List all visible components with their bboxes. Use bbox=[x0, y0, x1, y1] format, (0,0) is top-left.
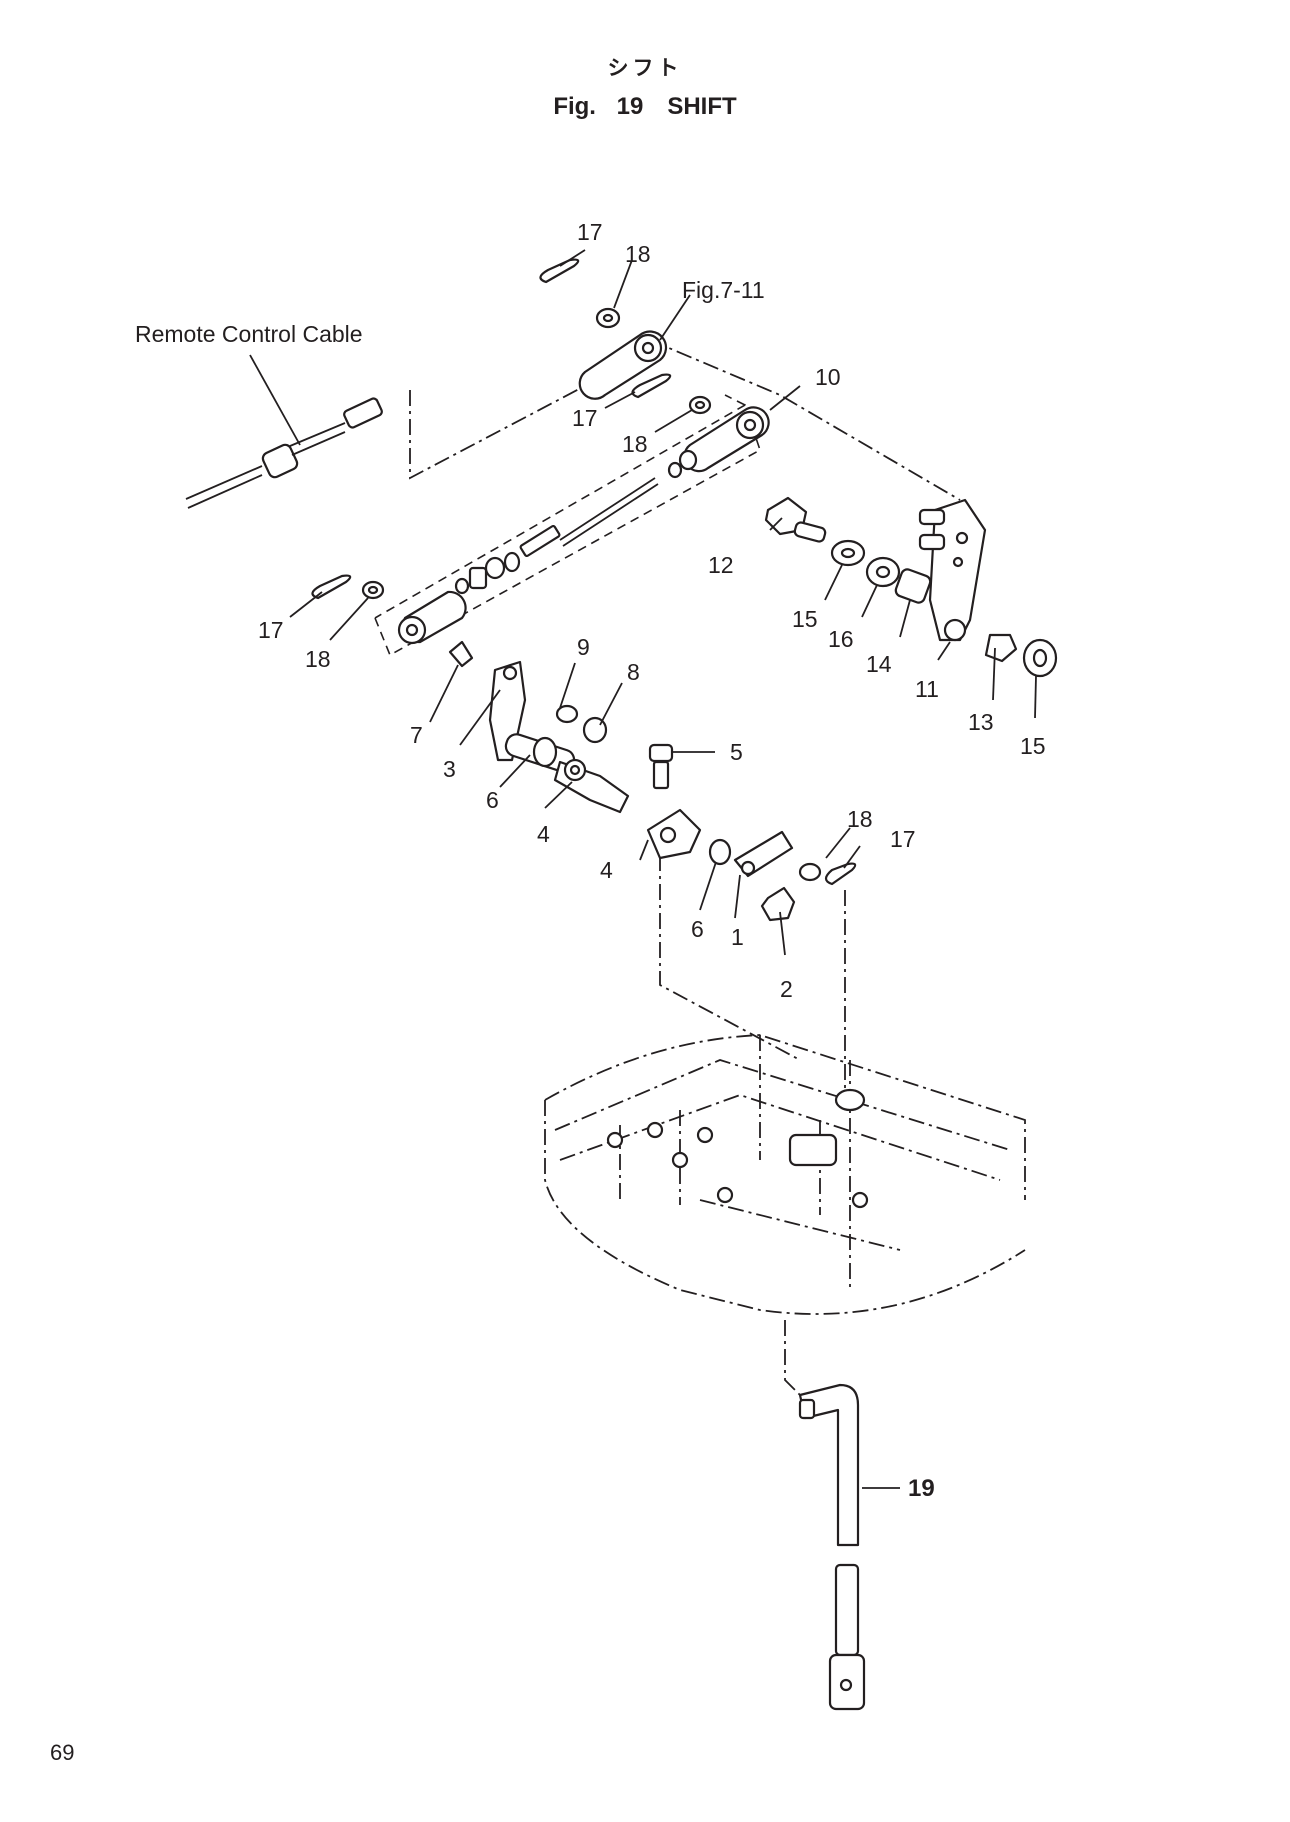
part-label-10: 10 bbox=[815, 364, 841, 390]
part-label-19: 19 bbox=[908, 1475, 935, 1502]
leader-lines bbox=[289, 249, 1037, 956]
engine-housing-outline bbox=[544, 1034, 1026, 1315]
part-label-17: 17 bbox=[890, 826, 916, 852]
part-label-7: 7 bbox=[410, 722, 423, 748]
part-label-17: 17 bbox=[572, 405, 598, 431]
shift-rod-assembly bbox=[311, 373, 770, 645]
part-label-8: 8 bbox=[627, 659, 640, 685]
part-label-2: 2 bbox=[780, 976, 793, 1002]
part-label-15: 15 bbox=[792, 606, 818, 632]
part-label-5: 5 bbox=[730, 739, 743, 765]
part-label-15: 15 bbox=[1020, 733, 1046, 759]
part-label-18: 18 bbox=[625, 241, 651, 267]
part-label-11: 11 bbox=[915, 676, 939, 702]
part-label-1: 1 bbox=[731, 924, 744, 950]
fig-reference-label: Fig.7-11 bbox=[682, 277, 765, 303]
remote-control-cable bbox=[185, 354, 383, 509]
upper-rod-end bbox=[539, 258, 668, 400]
part-label-12: 12 bbox=[708, 552, 734, 578]
part-label-9: 9 bbox=[577, 634, 590, 660]
part-label-13: 13 bbox=[968, 709, 994, 735]
part-label-16: 16 bbox=[828, 626, 854, 652]
figure-title: Fig. 19 SHIFT bbox=[553, 93, 737, 120]
part-label-18: 18 bbox=[847, 806, 873, 832]
part-label-17: 17 bbox=[258, 617, 284, 643]
part-label-6: 6 bbox=[691, 916, 704, 942]
part-label-4: 4 bbox=[537, 821, 550, 847]
figure-title-japanese: シフト bbox=[607, 56, 683, 80]
lower-shift-linkage bbox=[448, 640, 857, 922]
part-label-14: 14 bbox=[866, 651, 892, 677]
shift-lever-bracket bbox=[764, 496, 1058, 678]
part-label-6: 6 bbox=[486, 787, 499, 813]
shift-rod-19 bbox=[798, 1383, 900, 1711]
part-label-4: 4 bbox=[600, 857, 613, 883]
remote-control-cable-label: Remote Control Cable bbox=[135, 321, 363, 347]
part-label-3: 3 bbox=[443, 756, 456, 782]
assembly-guide-lines bbox=[374, 339, 961, 1396]
page-number: 69 bbox=[50, 1740, 75, 1765]
part-label-17: 17 bbox=[577, 219, 603, 245]
part-label-18: 18 bbox=[622, 431, 648, 457]
part-label-18: 18 bbox=[305, 646, 331, 672]
